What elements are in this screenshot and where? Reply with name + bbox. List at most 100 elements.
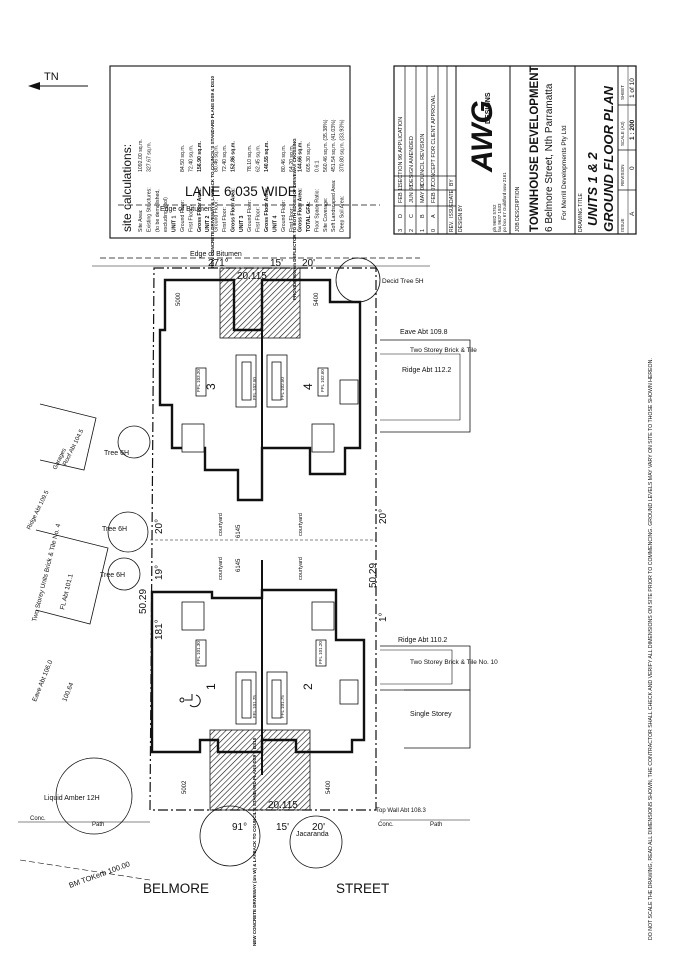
ffl-4: FFL 102.60 xyxy=(320,369,325,392)
site-calc-label: First Floor: xyxy=(256,207,262,232)
ffl-1: FFL 102.50 xyxy=(252,377,257,400)
courtyard-label-2: courtyard xyxy=(298,557,304,580)
site-calc-value: 80.46 sq.m. xyxy=(281,145,287,172)
neighbours xyxy=(18,339,471,823)
angle-tm: 15' xyxy=(270,258,283,269)
site-calc-label: Gross Floor Area: xyxy=(298,188,304,232)
drawing-title-2: GROUND FLOOR PLAN xyxy=(601,86,616,232)
dim-side-right: 50.29 xyxy=(368,563,379,588)
top-wall-label: Top Wall Abt 108.3 xyxy=(376,808,426,814)
liquid-amber-label: Liquid Amber 12H xyxy=(44,795,100,802)
street-right-label: STREET xyxy=(336,881,389,896)
angle-mr: 20° xyxy=(378,509,389,524)
revision-rev: 2 xyxy=(409,229,415,232)
site-calc-label: Site Area: xyxy=(138,210,144,233)
site-calc-label: Ground Floor: xyxy=(180,200,186,232)
lane-area: LANE 6.035 WIDE Edge of Bitumen Edge of … xyxy=(92,184,430,267)
job-label: JOB DESCRIPTION xyxy=(515,186,521,232)
drawing-fields: ISSUE A REVISION 0 SCALE (A3) 1 : 200 SH… xyxy=(620,78,636,232)
field-revision-label: REVISION xyxy=(620,164,625,186)
field-scale-label: SCALE (A3) xyxy=(620,121,625,146)
revision-desc: CONCEPT FOR CLIENT APPROVAL xyxy=(431,95,437,186)
field-revision-value: 0 xyxy=(629,166,636,170)
site-calc-value: 1092.00 sq.m. xyxy=(138,139,144,172)
site-calc-label: UNIT 2 xyxy=(205,215,211,232)
drawing-title: DRAWING TITLE UNITS 1 & 2 GROUND FLOOR P… xyxy=(578,86,616,232)
ffl-5: FFL 101.75 xyxy=(252,695,257,718)
site-calc-label: First Floor: xyxy=(289,207,295,232)
tree-icon xyxy=(117,425,151,459)
rev-header-issue: ISSUE xyxy=(449,202,455,218)
ridge-right-2: Ridge Abt 110.2 xyxy=(398,637,447,644)
unit-label-2: 2 xyxy=(301,683,315,690)
site-calc-label: (to be demolished, xyxy=(155,189,161,232)
path-left: Path xyxy=(92,822,104,828)
site-calc-value: 84.50 sq.m. xyxy=(180,145,186,172)
rev-header-date: DATE xyxy=(449,189,455,203)
site-calc-label: Ground Floor: xyxy=(281,200,287,232)
site-calc-label: First Floor: xyxy=(222,207,228,232)
rev-header-by: BY xyxy=(449,179,455,186)
revision-issue: C xyxy=(409,214,415,218)
site-calc-label: First Floor: xyxy=(188,207,194,232)
revision-date: MAY 08 xyxy=(420,184,426,203)
tree-icon xyxy=(199,805,261,867)
dim-6145-b: 6145 xyxy=(236,558,242,572)
site-calc-label: Deep Soil Area: xyxy=(340,196,346,232)
two-storey-right: Two Storey Brick & Tile xyxy=(410,347,477,354)
site-calc-label: UNIT 1 xyxy=(172,215,178,232)
site-calc-label: Gross Floor Area: xyxy=(230,188,236,232)
site-calc-value: 64.20 sq.m. xyxy=(289,145,295,172)
angle-bot2: 15' xyxy=(276,822,289,833)
angle-l2: 19° xyxy=(154,565,165,580)
angle-tl: 271° xyxy=(208,258,229,269)
angle-bot3: 20' xyxy=(312,822,325,833)
site-calc-label: Soft Landscaped Area: xyxy=(331,180,337,233)
building-rear xyxy=(158,267,362,502)
edge-bitumen-lane: Edge of Bitumen xyxy=(160,206,212,213)
field-sheet-value: 1 of 10 xyxy=(629,78,636,98)
dim-5400-a: 5400 xyxy=(314,292,320,306)
dim-5002: 5002 xyxy=(182,780,188,794)
site-calc-value: 560.46 sq.m. (35.38%) xyxy=(323,119,329,172)
angle-bl: 181° xyxy=(154,619,165,640)
site-calc-value: 451.54 sq.m. (41.03%) xyxy=(331,119,337,172)
site-calc-value: 0.6:1 xyxy=(314,160,320,172)
firm-contact-3: po box 67 Guildford nsw 2161 xyxy=(502,172,507,232)
revision-rev: 1 xyxy=(420,229,426,232)
site-calc-value: 152.86 sq.m. xyxy=(230,141,236,172)
lane-title: LANE 6.035 WIDE xyxy=(185,184,297,199)
site-calc-value: 156.90 sq.m. xyxy=(197,141,203,172)
ffl-8: FFL 101.20 xyxy=(318,641,323,664)
site-calc-label: Gross Floor Area: xyxy=(197,188,203,232)
jacaranda-label: Jacaranda xyxy=(296,831,329,838)
tree-6h-c: Tree 6H xyxy=(100,572,125,579)
tree-6h-a: Tree 6H xyxy=(104,450,129,457)
north-label: TN xyxy=(44,71,59,83)
dim-top: 20.115 xyxy=(237,271,267,282)
accessible-icon xyxy=(179,694,201,708)
revision-issue: A xyxy=(431,214,437,218)
street-left-label: BELMORE xyxy=(143,881,209,896)
dim-5000: 5000 xyxy=(176,292,182,306)
site-calc-value: 327.67 sq.m. xyxy=(146,142,152,172)
ffl-7: FFL 101.30 xyxy=(196,641,201,664)
trees xyxy=(55,257,381,869)
lane-driveway-hatch xyxy=(219,267,301,339)
street-driveway-hatch xyxy=(209,729,311,811)
field-issue-label: ISSUE xyxy=(620,218,625,232)
tree-icon xyxy=(107,511,149,553)
ffl-6: FFL 101.75 xyxy=(280,695,285,718)
firm-contact-2: fax 9637 1933 xyxy=(497,203,502,232)
job-description: JOB DESCRIPTION TOWNHOUSE DEVELOPMENT 6 … xyxy=(515,65,568,232)
building-front xyxy=(150,560,366,811)
revision-issue: B xyxy=(420,214,426,218)
two-storey-right-2: Two Storey Brick & Tile No. 10 xyxy=(410,659,498,666)
courtyard-label-1: courtyard xyxy=(218,557,224,580)
title-block xyxy=(393,65,637,235)
site-calc-title: site calculations: xyxy=(120,144,134,232)
revision-desc: COUNCIL REVISION xyxy=(420,134,426,186)
site-calc-label: excluding pool) xyxy=(163,197,169,232)
firm-logo: AWG DESIGNS ph 9682 5752 fax 9637 1933 p… xyxy=(466,92,507,232)
